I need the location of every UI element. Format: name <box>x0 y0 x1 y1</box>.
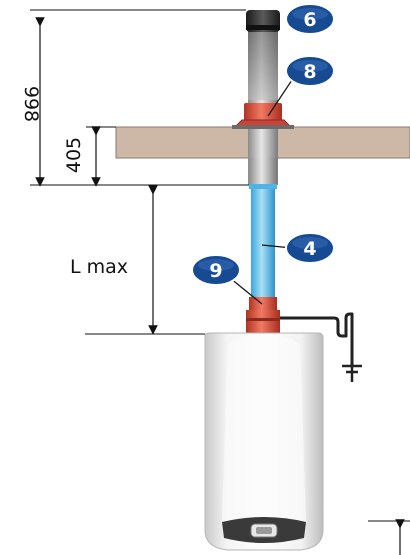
leader-8 <box>267 79 293 117</box>
flue-pipe-middle <box>249 158 277 188</box>
callout-badge-6: 6 <box>285 3 335 35</box>
callout-label-8: 8 <box>303 61 316 83</box>
extension-pipe <box>251 186 275 298</box>
boiler-adapter-lower <box>246 310 280 336</box>
roof-flange-base <box>232 125 294 129</box>
extension-pipe-joint <box>249 184 277 189</box>
callout-label-6: 6 <box>303 9 316 31</box>
callout-label-4: 4 <box>303 238 316 260</box>
boiler-adapter-band <box>246 318 280 321</box>
leader-9 <box>229 277 263 305</box>
flue-pipe-upper-top <box>248 30 278 100</box>
boiler-adapter-upper <box>249 297 277 311</box>
boiler-display-screen <box>256 527 272 534</box>
callout-badge-9: 9 <box>191 254 241 286</box>
callout-label-9: 9 <box>209 260 222 282</box>
dim-label-405: 405 <box>63 137 85 173</box>
dim-label-998: 998 <box>20 86 42 122</box>
boiler-front-panel <box>222 334 306 544</box>
dim-label-lmax: L max <box>70 256 128 278</box>
terminal-cap-band <box>246 25 280 30</box>
condensate-drain <box>280 312 354 365</box>
callout-badge-8: 8 <box>285 55 335 87</box>
drain-symbol <box>342 364 362 382</box>
callout-badge-4: 4 <box>285 232 335 264</box>
roof-flange-collar <box>244 103 282 121</box>
